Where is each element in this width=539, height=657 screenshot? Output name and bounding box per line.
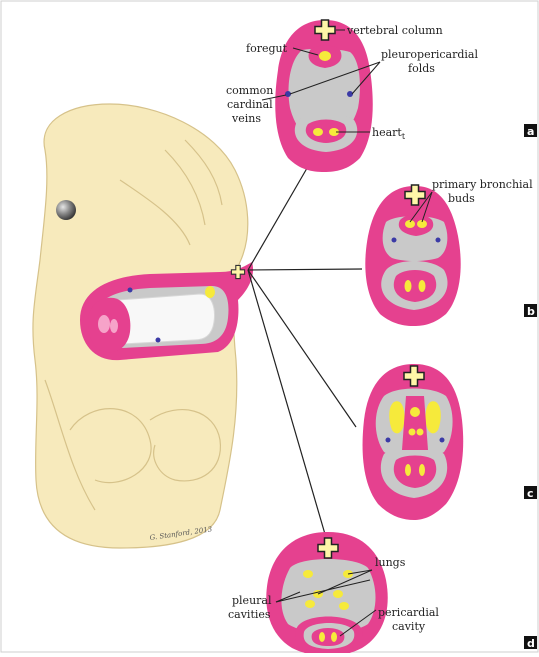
label-pericardial: pericardial xyxy=(378,606,439,619)
section-b-vein-right xyxy=(436,238,441,243)
section-d-lung-6 xyxy=(339,602,349,610)
section-c-aorta-left xyxy=(409,429,416,436)
section-b: primary bronchial buds b xyxy=(365,178,537,326)
section-d-lung-4 xyxy=(333,590,343,598)
connector-c xyxy=(248,270,356,427)
connector-lines xyxy=(248,163,362,541)
section-b-heart-lumen-right xyxy=(419,280,426,292)
label-common: common xyxy=(226,84,273,97)
panel-letter-b: b xyxy=(527,305,535,318)
section-c-lung-left xyxy=(389,401,404,433)
section-gut-yellow xyxy=(205,286,215,298)
section-c-foregut xyxy=(410,407,420,417)
connector-d xyxy=(248,270,327,541)
section-foregut-tube xyxy=(118,294,214,344)
label-cardinal: cardinal xyxy=(227,98,273,111)
panel-letter-a: a xyxy=(527,125,534,138)
section-vein-2 xyxy=(156,338,161,343)
section-vein-1 xyxy=(128,288,133,293)
label-heart: heartt xyxy=(372,126,406,141)
label-pleuropericardial: pleuropericardial xyxy=(381,48,478,61)
section-b-heart-lumen-left xyxy=(405,280,412,292)
label-heart-sub: t xyxy=(402,132,406,141)
panel-letter-c: c xyxy=(527,487,534,500)
section-b-vein-left xyxy=(392,238,397,243)
section-c-aorta-right xyxy=(417,429,424,436)
section-heart-lumen-2 xyxy=(110,319,118,333)
section-a-heart-lumen-left xyxy=(313,128,323,136)
label-folds: folds xyxy=(408,62,435,75)
embryo-eye-icon xyxy=(56,200,76,220)
label-cavities: cavities xyxy=(228,608,271,621)
section-c-vein-right xyxy=(440,438,445,443)
label-vertebral-column: vertebral column xyxy=(346,24,443,37)
label-pericardial-cavity: cavity xyxy=(392,620,426,633)
label-veins: veins xyxy=(231,112,261,125)
section-c-heart-lumen-right xyxy=(419,464,425,476)
connector-a xyxy=(248,163,310,270)
section-d-lung-1 xyxy=(303,570,313,578)
label-heart-main: heart xyxy=(372,126,402,139)
section-c-mediastinum xyxy=(402,396,428,450)
section-c-heart-lumen-left xyxy=(405,464,411,476)
section-c-lung-right xyxy=(425,401,440,433)
section-heart-lumen xyxy=(98,315,110,333)
section-d-heart-lumen-right xyxy=(331,632,337,642)
section-d: lungs pleural cavities pericardial cavit… xyxy=(228,532,537,653)
label-buds: buds xyxy=(448,192,475,205)
connector-b xyxy=(248,269,362,270)
label-primary-bronchial: primary bronchial xyxy=(432,178,533,191)
section-d-lung-5 xyxy=(305,600,315,608)
embryo: G. Stanford, 2013 xyxy=(33,104,253,548)
label-foregut: foregut xyxy=(246,42,288,55)
label-pleural: pleural xyxy=(232,594,272,607)
section-a: vertebral column foregut pleuropericardi… xyxy=(226,20,537,172)
panel-letter-d: d xyxy=(527,637,535,650)
section-d-heart-lumen-left xyxy=(319,632,325,642)
section-c: c xyxy=(363,364,537,520)
section-c-vein-left xyxy=(386,438,391,443)
section-d-heart-wall xyxy=(312,628,345,646)
section-a-foregut-lumen xyxy=(319,51,331,61)
label-lungs: lungs xyxy=(375,556,406,569)
